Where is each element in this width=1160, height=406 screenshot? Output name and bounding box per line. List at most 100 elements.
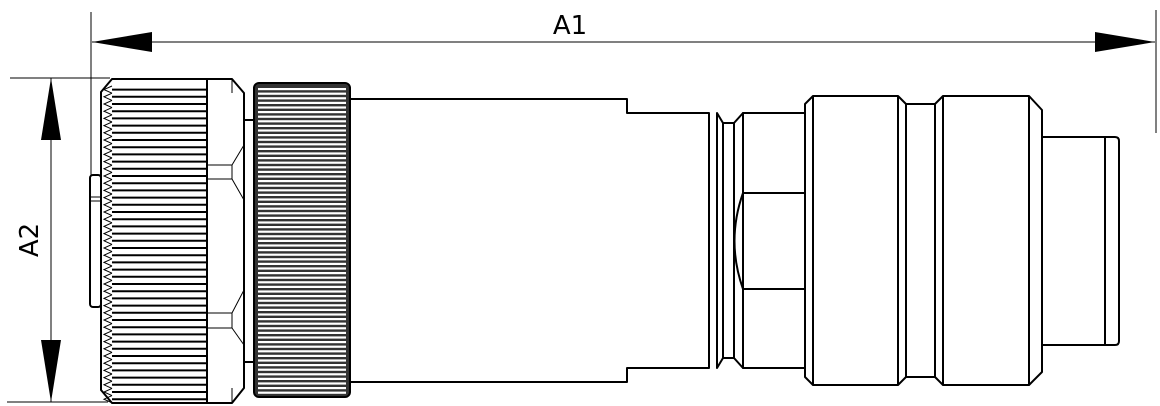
knurl-tooth <box>102 272 113 281</box>
label-a1: A1 <box>553 11 587 41</box>
knurl-highlight <box>258 249 346 252</box>
knurl-highlight <box>258 354 346 357</box>
knurl-highlight <box>258 189 346 192</box>
knurl-highlight <box>258 124 346 127</box>
arrowhead-bottom <box>41 340 61 402</box>
knurl-highlight <box>258 175 346 178</box>
knurl-highlight <box>258 180 346 183</box>
knurl-highlight <box>258 368 346 371</box>
knurl-highlight <box>258 88 346 91</box>
knurl-highlight <box>258 244 346 247</box>
knurl-highlight <box>258 364 346 367</box>
knurl-highlight <box>258 203 346 206</box>
plug-pin-end <box>1041 136 1120 346</box>
knurl-tooth <box>102 200 113 209</box>
knurl-highlight <box>258 106 346 109</box>
knurl-highlight <box>258 322 346 325</box>
knurl-highlight <box>258 336 346 339</box>
knurl-highlight <box>258 318 346 321</box>
knurl-tooth <box>102 265 113 274</box>
knurl-tooth <box>102 179 113 188</box>
knurl-highlight <box>258 166 346 169</box>
knurl-tooth <box>102 308 113 317</box>
knurl-highlight <box>258 101 346 104</box>
knurl-highlight <box>258 226 346 229</box>
knurl-highlight <box>258 359 346 362</box>
knurl-tooth <box>102 143 113 152</box>
knurl-tooth <box>102 215 113 224</box>
knurl-highlight <box>258 115 346 118</box>
knurl-highlight <box>258 147 346 150</box>
knurl-tooth <box>102 359 113 368</box>
arrowhead-top <box>41 78 61 140</box>
knurl-highlight <box>258 216 346 219</box>
knurl-highlight <box>258 161 346 164</box>
knurl-tooth <box>102 92 113 101</box>
knurl-tooth <box>102 207 113 217</box>
knurl-highlight <box>258 120 346 123</box>
knurl-highlight <box>258 92 346 95</box>
knurl-highlight <box>258 327 346 330</box>
knurl-tooth <box>102 85 113 94</box>
knurl-tooth <box>102 287 113 296</box>
knurl-highlight <box>258 152 346 155</box>
knurl-highlight <box>258 290 346 293</box>
knurl-tooth <box>102 301 113 310</box>
knurl-highlight <box>258 221 346 224</box>
knurl-ridges-fine <box>258 88 346 394</box>
knurl-highlight <box>258 272 346 275</box>
knurl-tooth <box>102 186 113 195</box>
knurl-highlight <box>258 253 346 256</box>
knurl-highlight <box>258 143 346 146</box>
knurl-tooth <box>102 395 113 404</box>
knurl-tooth <box>102 337 113 346</box>
knurl-highlight <box>258 350 346 353</box>
knurl-highlight <box>258 212 346 215</box>
hex-section <box>733 112 806 369</box>
knurl-highlight <box>258 138 346 141</box>
knurl-tooth <box>102 251 113 260</box>
knurl-tooth <box>102 193 113 202</box>
knurl-highlight <box>258 345 346 348</box>
connector-body <box>349 98 744 383</box>
knurl-highlight <box>258 313 346 316</box>
knurl-tooth <box>102 135 113 145</box>
arrowhead-right <box>1095 32 1155 52</box>
knurl-highlight <box>258 377 346 380</box>
knurl-highlight <box>258 304 346 307</box>
knurl-highlight <box>258 387 346 390</box>
knurl-tooth <box>102 121 113 130</box>
knurl-highlight <box>258 207 346 210</box>
knurl-tooth <box>102 330 113 339</box>
knurl-tooth <box>102 279 113 289</box>
knurl-highlight <box>258 299 346 302</box>
knurl-tooth <box>102 128 113 137</box>
knurl-tooth <box>102 380 113 389</box>
coupling-nut-knurled <box>100 78 245 404</box>
knurl-highlight <box>258 373 346 376</box>
knurl-highlight <box>258 267 346 270</box>
knurl-highlight <box>258 193 346 196</box>
knurl-tooth <box>102 323 113 332</box>
knurl-tooth <box>102 150 113 159</box>
knurl-tooth <box>102 243 113 253</box>
knurl-highlight <box>258 285 346 288</box>
knurl-tooth <box>102 107 113 116</box>
knurl-highlight <box>258 341 346 344</box>
knurl-tooth <box>102 222 113 231</box>
knurl-highlight <box>258 170 346 173</box>
arrowhead-left <box>92 32 152 52</box>
knurl-highlight <box>258 308 346 311</box>
knurl-highlight <box>258 295 346 298</box>
knurl-highlight <box>258 97 346 100</box>
knurl-highlight <box>258 111 346 114</box>
knurl-ridges <box>102 85 207 404</box>
knurl-highlight <box>258 382 346 385</box>
knurl-tooth <box>102 99 113 109</box>
knurl-highlight <box>258 157 346 160</box>
knurl-highlight <box>258 391 346 394</box>
knurl-tooth <box>102 387 113 397</box>
knurl-highlight <box>258 198 346 201</box>
knurl-highlight <box>258 184 346 187</box>
